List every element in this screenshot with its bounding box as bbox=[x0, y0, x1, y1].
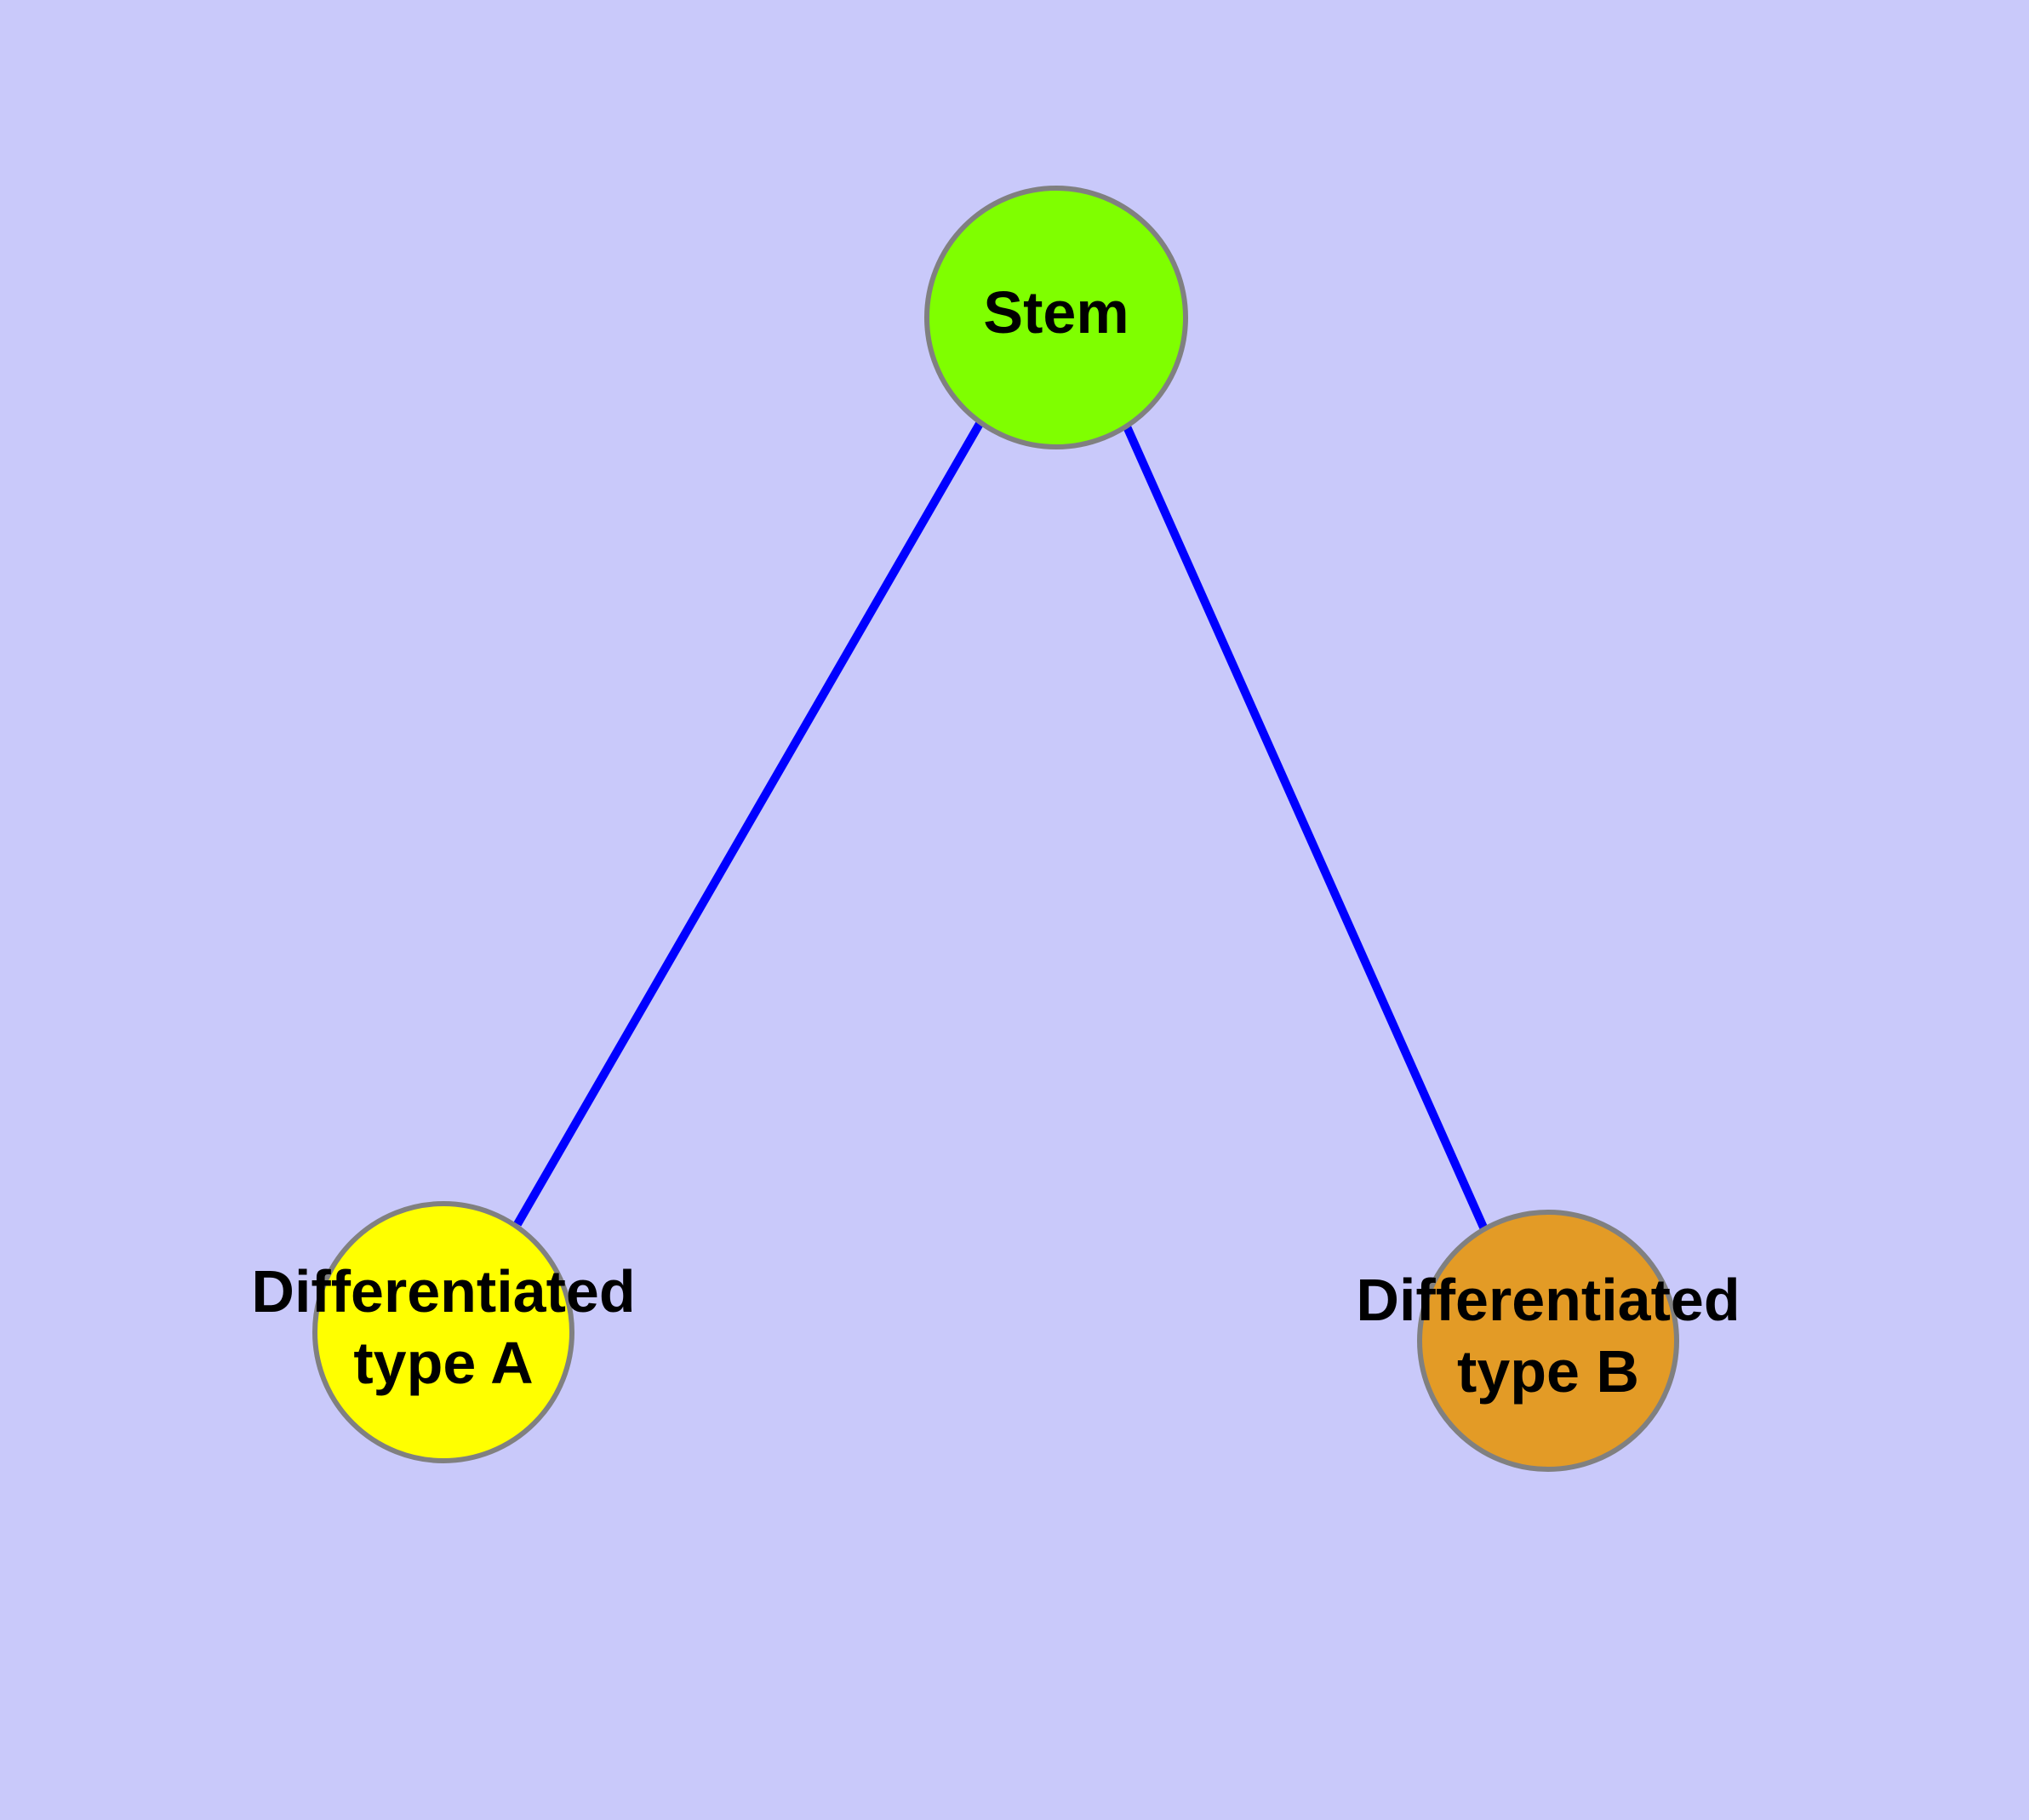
edges-layer bbox=[513, 415, 1489, 1232]
edge-stem-to-diff_a[interactable] bbox=[513, 420, 985, 1227]
node-label-line: Stem bbox=[983, 279, 1129, 346]
nodes-layer bbox=[312, 186, 1679, 1472]
node-label-stem: Stem bbox=[983, 279, 1129, 346]
node-label-line: type A bbox=[353, 1330, 533, 1396]
node-label-line: type B bbox=[1457, 1338, 1639, 1405]
node-diff_a[interactable] bbox=[312, 1201, 574, 1463]
node-label-line: Differentiated bbox=[1356, 1267, 1740, 1333]
node-diff_b[interactable] bbox=[1417, 1210, 1679, 1472]
node-stem[interactable] bbox=[924, 186, 1188, 449]
edge-stem-to-diff_b[interactable] bbox=[1118, 415, 1489, 1232]
node-label-line: Differentiated bbox=[251, 1258, 635, 1325]
